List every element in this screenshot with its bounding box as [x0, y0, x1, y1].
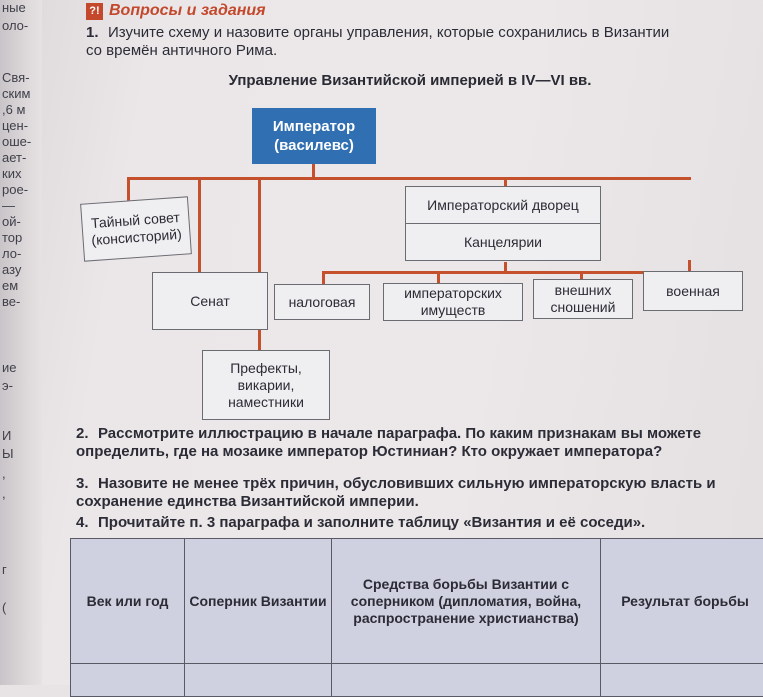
task-number: 1.: [86, 24, 108, 42]
connector-line: [198, 177, 201, 272]
task-number: 3.: [76, 475, 98, 493]
margin-fragment: тор: [2, 230, 22, 246]
section-heading: ?! Вопросы и задания: [86, 2, 266, 20]
margin-fragment: —: [2, 198, 15, 214]
neighbors-table: Век или год Соперник Византии Средства б…: [70, 538, 763, 697]
department-military-box: военная: [643, 271, 743, 311]
table-header-cell: Соперник Византии: [185, 539, 332, 664]
margin-fragment: ких: [2, 166, 21, 182]
margin-fragment: ные: [2, 0, 26, 16]
task-text: Назовите не менее трёх причин, обусловив…: [76, 475, 716, 510]
margin-fragment: ло-: [2, 246, 21, 262]
table-header-row: Век или год Соперник Византии Средства б…: [71, 539, 763, 664]
table-header-cell: Средства борьбы Византии с соперником (д…: [332, 539, 601, 664]
connector-line: [437, 271, 440, 283]
margin-fragment: Ы: [2, 446, 14, 462]
margin-fragment: цен-: [2, 118, 28, 134]
department-tax-box: налоговая: [274, 284, 370, 320]
table-header-cell: Век или год: [71, 539, 185, 664]
emperor-box: Император (василевс): [252, 108, 376, 164]
task-4: 4.Прочитайте п. 3 параграфа и заполните …: [76, 514, 736, 532]
margin-fragment: (: [2, 600, 6, 616]
margin-fragment: ве-: [2, 294, 20, 310]
prefects-box: Префекты, викарии, наместники: [202, 350, 330, 420]
table-header-cell: Результат борьбы: [601, 539, 763, 664]
margin-fragment: ,: [2, 466, 6, 482]
task-1: 1.Изучите схему и назовите органы управл…: [86, 24, 686, 60]
margin-fragment: ой-: [2, 214, 21, 230]
department-property-box: императорских имуществ: [383, 283, 523, 321]
task-number: 4.: [76, 514, 98, 532]
table-cell[interactable]: [71, 664, 185, 697]
margin-fragment: ие: [2, 360, 17, 376]
palace-box: Императорский дворец: [405, 186, 601, 224]
margin-fragment: Свя-: [2, 70, 30, 86]
secret-council-box: Тайный совет (консисторий): [80, 196, 192, 261]
table-cell[interactable]: [185, 664, 332, 697]
margin-fragment: ским: [2, 86, 30, 102]
department-foreign-box: внешних сношений: [533, 279, 633, 319]
diagram-title: Управление Византийской империей в IV—VI…: [200, 72, 620, 89]
margin-fragment: ,: [2, 486, 6, 502]
margin-fragment: рое-: [2, 182, 28, 198]
margin-fragment: азу: [2, 262, 21, 278]
senate-box: Сенат: [152, 272, 268, 330]
task-text: Рассмотрите иллюстрацию в начале парагра…: [76, 425, 701, 460]
margin-fragment: ем: [2, 278, 18, 294]
task-number: 2.: [76, 425, 98, 443]
table-row: [71, 664, 763, 697]
margin-fragment: ,6 м: [2, 102, 25, 118]
connector-line: [322, 271, 690, 274]
margin-fragment: ает-: [2, 150, 26, 166]
margin-fragment: г: [2, 562, 7, 578]
chancelleries-box: Канцелярии: [405, 223, 601, 261]
question-icon: ?!: [86, 3, 103, 20]
task-text: Изучите схему и назовите органы управлен…: [86, 24, 669, 59]
table-cell[interactable]: [601, 664, 763, 697]
table-cell[interactable]: [332, 664, 601, 697]
connector-line: [127, 177, 691, 180]
margin-fragment: И: [2, 428, 11, 444]
connector-line: [322, 271, 325, 285]
section-title: Вопросы и задания: [109, 2, 266, 20]
margin-fragment: оло-: [2, 18, 28, 34]
task-3: 3.Назовите не менее трёх причин, обуслов…: [76, 475, 736, 511]
margin-fragment: э-: [2, 378, 13, 394]
margin-fragment: оше-: [2, 134, 31, 150]
task-text: Прочитайте п. 3 параграфа и заполните та…: [98, 514, 645, 531]
task-2: 2.Рассмотрите иллюстрацию в начале параг…: [76, 425, 736, 461]
